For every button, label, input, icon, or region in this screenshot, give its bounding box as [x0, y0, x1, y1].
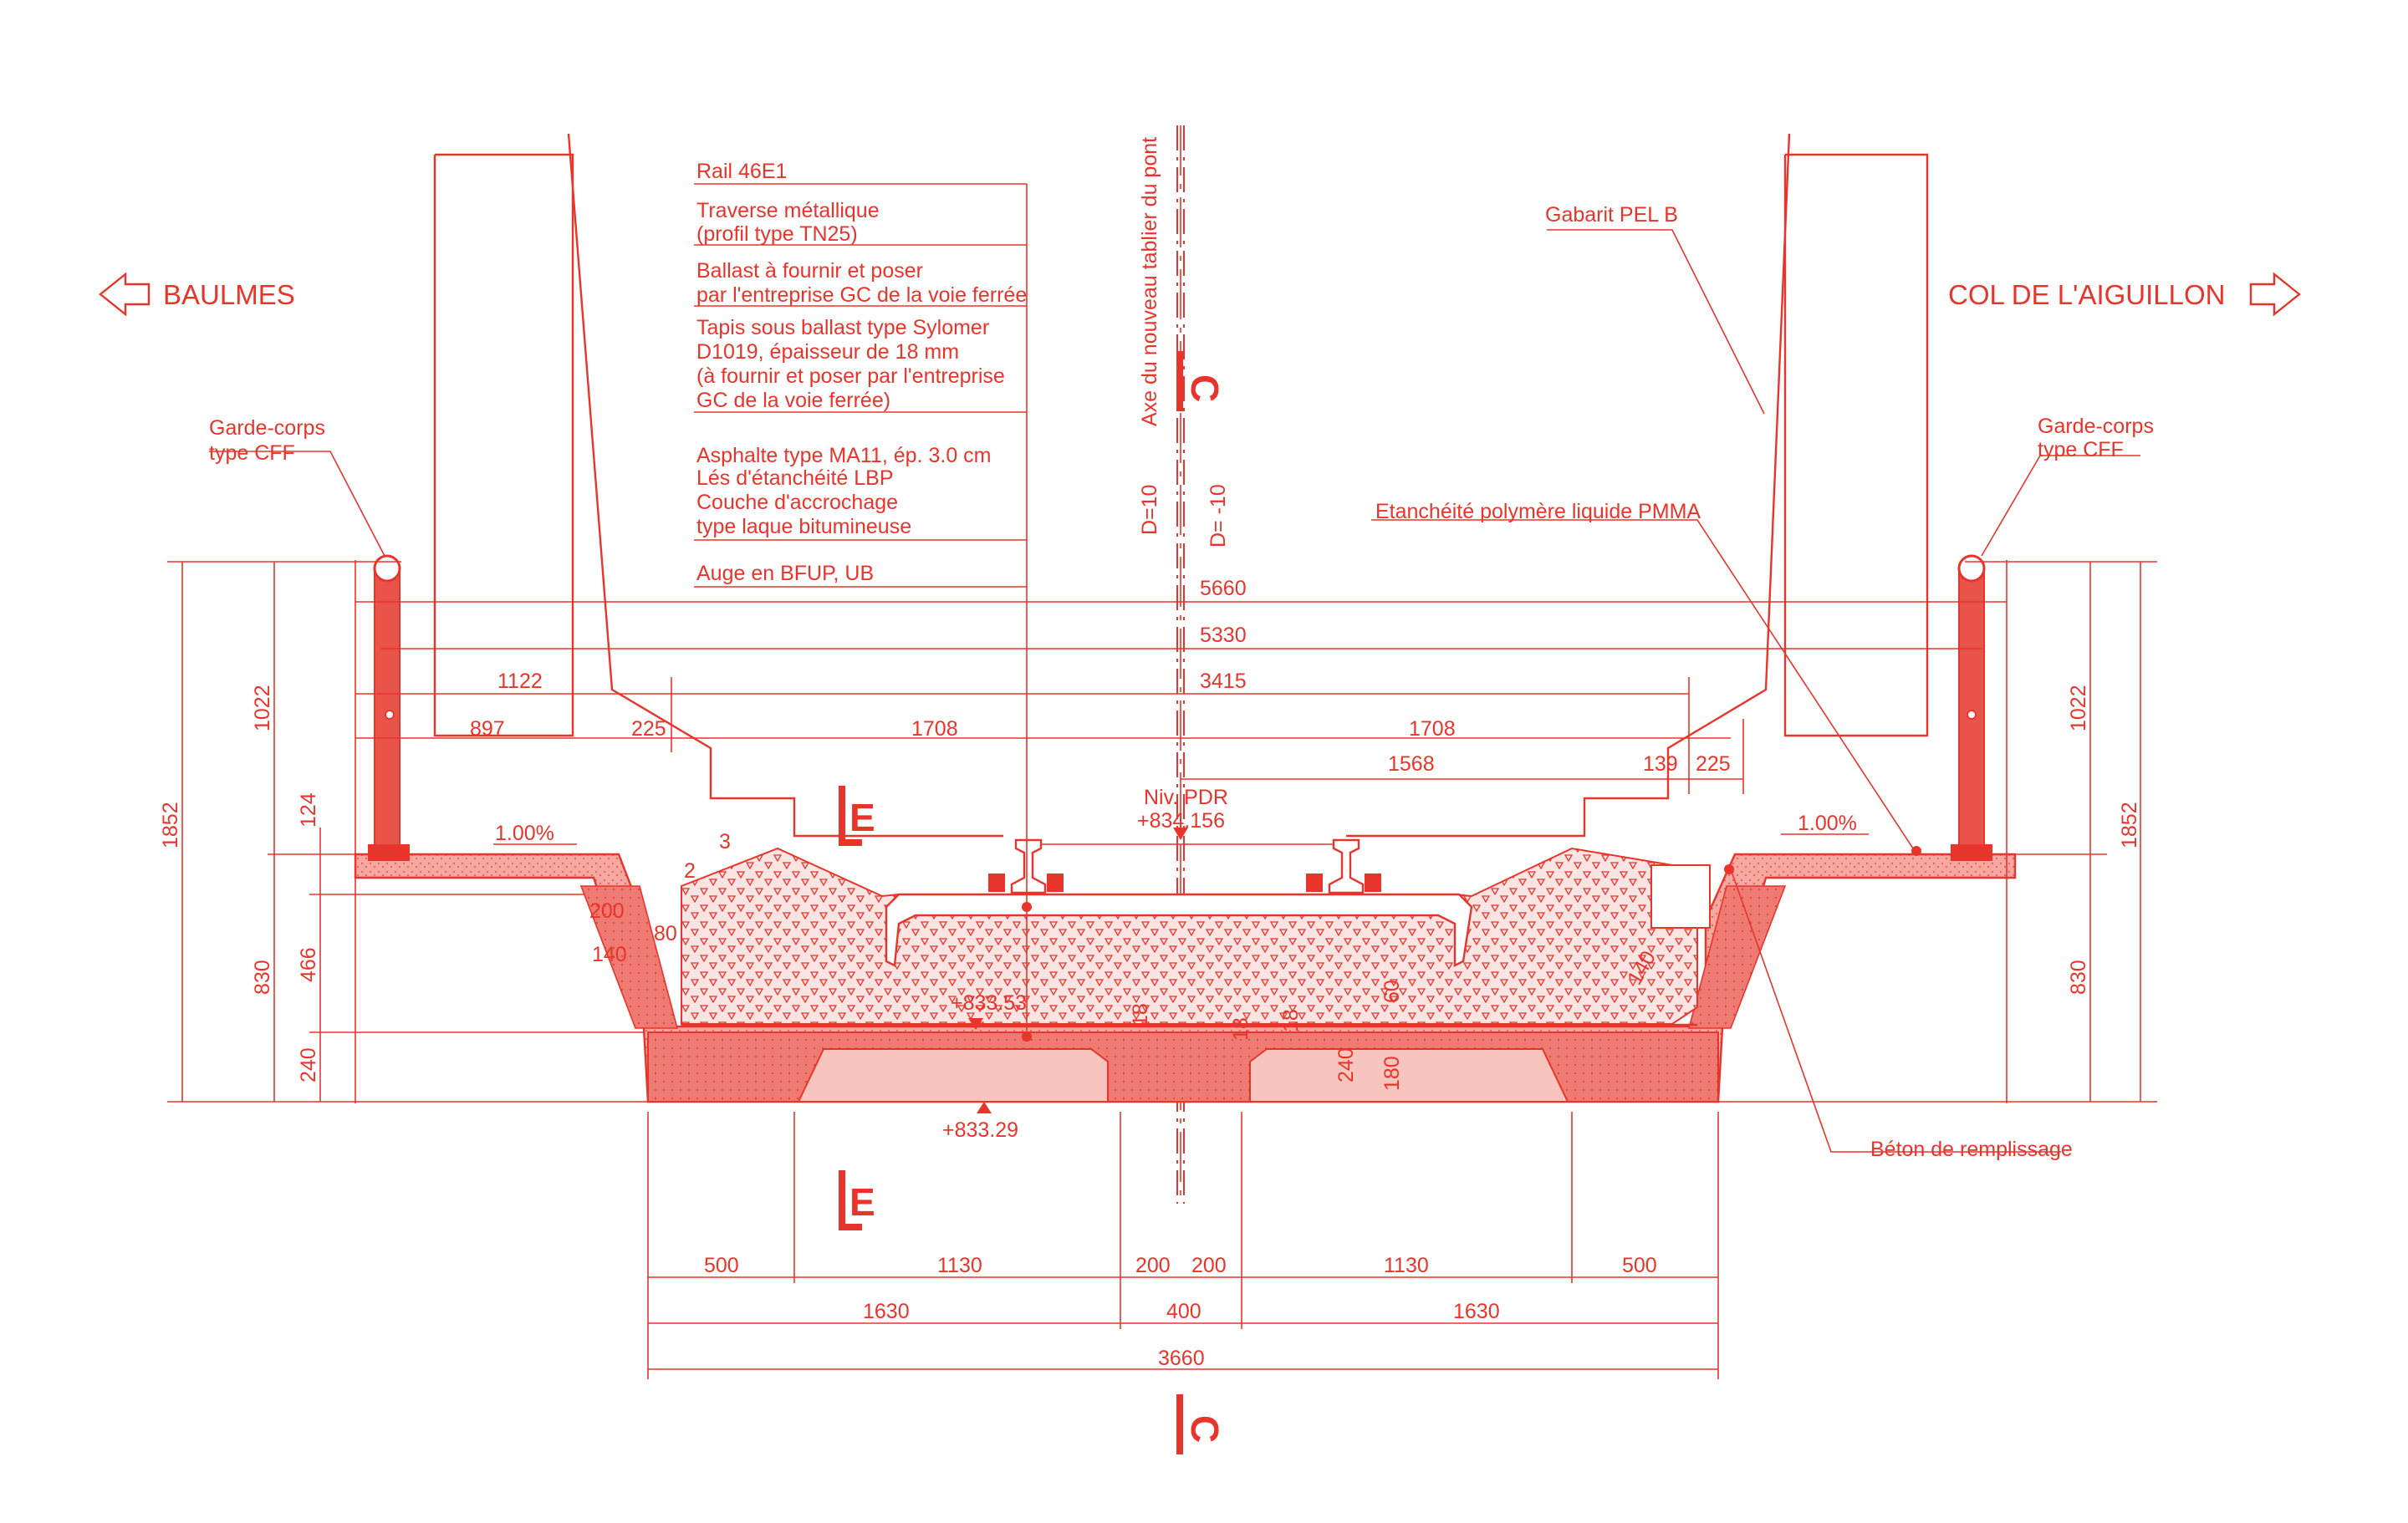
legend-tapis-2: D1019, épaisseur de 18 mm — [696, 340, 959, 364]
dim-bottom-500-left: 500 — [704, 1254, 739, 1277]
dim-830-left: 830 — [251, 960, 274, 995]
dim-180: 180 — [1380, 1056, 1404, 1091]
dim-2: 2 — [684, 859, 696, 883]
dim-897: 897 — [470, 717, 505, 741]
level-bottom: +833.29 — [942, 1118, 1018, 1142]
legend-traverse-2: (profil type TN25) — [696, 222, 858, 246]
legend-asphalte-3: Couche d'accrochage — [696, 491, 898, 514]
dim-225-left: 225 — [631, 717, 666, 741]
dim-3: 3 — [719, 830, 731, 853]
section-symbols — [839, 351, 1183, 1454]
clearance-gauge-outline — [433, 133, 1929, 838]
top-dimension-lines — [355, 560, 2008, 1103]
dim-5330: 5330 — [1200, 624, 1247, 647]
gabarit-label: Gabarit PEL B — [1545, 203, 1678, 227]
legend-asphalte-2: Lés d'étanchéité LBP — [696, 466, 894, 490]
dim-225-right: 225 — [1696, 752, 1731, 776]
dim-1022-left: 1022 — [251, 685, 274, 731]
section-symbol-bottom: E — [849, 1180, 875, 1224]
bottom-dimension-lines — [647, 1112, 1719, 1379]
slope-right: 1.00% — [1798, 812, 1857, 835]
section-symbol-top: E — [849, 796, 875, 839]
leader-lines — [209, 183, 2140, 1153]
legend-rail: Rail 46E1 — [696, 160, 787, 183]
dim-18-c: 18 — [1279, 1009, 1303, 1032]
dim-5660: 5660 — [1200, 577, 1247, 600]
dim-1708-left: 1708 — [911, 717, 958, 741]
direction-right-label: COL DE L'AIGUILLON — [1948, 279, 2226, 310]
direction-arrows — [99, 272, 2301, 317]
center-symbol-top: C — [1183, 374, 1227, 402]
legend-ballast-2: par l'entreprise GC de la voie ferrée — [696, 283, 1027, 307]
dim-240-center: 240 — [1334, 1047, 1358, 1082]
dim-1852-right: 1852 — [2118, 802, 2141, 848]
legend-ballast-1: Ballast à fournir et poser — [696, 259, 923, 283]
level-top-slab: +833.53 — [951, 991, 1027, 1015]
ballast-bed — [681, 847, 1698, 1026]
dim-1708-right: 1708 — [1409, 717, 1456, 741]
dim-1852-left: 1852 — [159, 802, 182, 848]
dim-bottom-200-left: 200 — [1135, 1254, 1171, 1277]
dim-bottom-1130-left: 1130 — [937, 1254, 982, 1277]
rails — [988, 838, 1381, 894]
dim-1122: 1122 — [497, 670, 543, 693]
dim-830-right: 830 — [2067, 960, 2090, 995]
garde-corps-right-label: Garde-corps — [2038, 415, 2154, 438]
direction-left-label: BAULMES — [163, 279, 295, 310]
dim-60: 60 — [1380, 980, 1404, 1003]
legend-asphalte-1: Asphalte type MA11, ép. 3.0 cm — [696, 444, 992, 467]
dim-bottom-200-right: 200 — [1191, 1254, 1227, 1277]
niv-pdr-value: +834.156 — [1137, 809, 1225, 833]
dim-200: 200 — [589, 899, 625, 923]
garde-corps-right-type: type CFF — [2038, 438, 2124, 461]
dim-bottom-400: 400 — [1166, 1300, 1201, 1323]
dim-80: 80 — [654, 922, 677, 945]
trough-structure — [354, 853, 2017, 1103]
dim-1568: 1568 — [1388, 752, 1435, 776]
center-symbol-bottom: C — [1183, 1415, 1227, 1443]
dim-bottom-500-right: 500 — [1622, 1254, 1657, 1277]
legend-tapis-1: Tapis sous ballast type Sylomer — [696, 316, 989, 339]
dim-bottom-1630-right: 1630 — [1453, 1300, 1500, 1323]
legend-asphalte-4: type laque bitumineuse — [696, 515, 911, 538]
dim-18-b: 18 — [1229, 1017, 1252, 1041]
axis-label: Axe du nouveau tablier du pont — [1138, 137, 1161, 426]
dim-3415: 3415 — [1200, 670, 1247, 693]
dim-bottom-1630-left: 1630 — [863, 1300, 910, 1323]
garde-corps-left-label: Garde-corps — [209, 416, 325, 440]
dim-240-left: 240 — [297, 1047, 320, 1082]
filling-concrete-block — [1650, 864, 1711, 929]
material-legend: Rail 46E1 Traverse métallique (profil ty… — [696, 160, 1027, 585]
niv-pdr-label: Niv. PDR — [1144, 786, 1228, 809]
dim-124: 124 — [297, 792, 320, 828]
dim-139: 139 — [1643, 752, 1678, 776]
railing-right — [1951, 554, 1992, 861]
legend-tapis-4: GC de la voie ferrée) — [696, 389, 890, 412]
dim-140: 140 — [592, 943, 627, 966]
level-markers — [968, 828, 1188, 1113]
legend-traverse-1: Traverse métallique — [696, 199, 880, 222]
garde-corps-left-type: type CFF — [209, 441, 295, 465]
dim-1022-right: 1022 — [2067, 685, 2090, 731]
dim-bottom-3660: 3660 — [1158, 1347, 1205, 1370]
dim-bottom-1130-right: 1130 — [1384, 1254, 1429, 1277]
dim-466: 466 — [297, 947, 320, 982]
d-left-label: D=10 — [1138, 485, 1161, 535]
sleeper — [885, 893, 1473, 967]
d-right-label: D= -10 — [1207, 484, 1230, 548]
beton-label: Béton de remplissage — [1870, 1138, 2073, 1161]
dim-18-a: 18 — [1129, 1003, 1152, 1026]
legend-tapis-3: (à fournir et poser par l'entreprise — [696, 364, 1005, 388]
etancheite-label: Etanchéité polymère liquide PMMA — [1375, 500, 1701, 523]
side-dimension-lines — [167, 561, 2157, 1103]
slope-left: 1.00% — [495, 822, 554, 845]
legend-auge: Auge en BFUP, UB — [696, 562, 874, 585]
